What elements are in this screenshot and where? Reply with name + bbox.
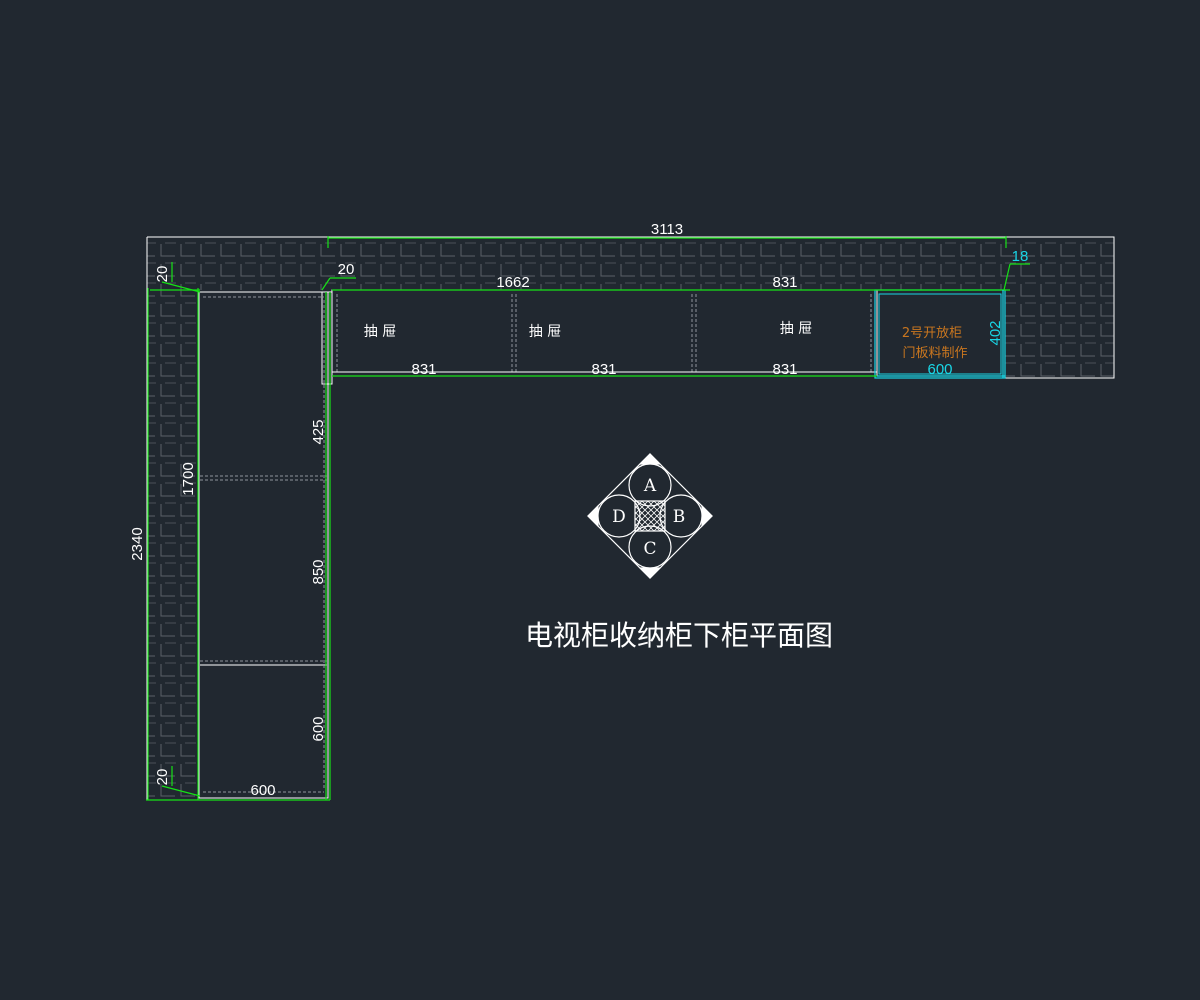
compass-label-b: B	[673, 507, 686, 527]
dim-run-1662: 1662	[496, 274, 529, 291]
compass-label-c: C	[643, 539, 656, 559]
drawing-title: 电视柜收纳柜下柜平面图	[525, 619, 833, 652]
dim-bottom-831-c: 831	[772, 361, 797, 378]
open-cabinet-label-2: 门板料制作	[902, 346, 967, 361]
dim-wall-offset-bottom: 20	[154, 769, 171, 786]
drawer-label-1: 抽 屉	[364, 324, 396, 340]
drawer-label-2: 抽 屉	[529, 324, 561, 340]
dim-seg-850: 850	[310, 559, 327, 584]
dim-overall-width: 3113	[651, 221, 683, 238]
dim-offset-20-right: 20	[338, 261, 355, 278]
compass-label-a: A	[643, 476, 657, 496]
dim-seg-600: 600	[310, 716, 327, 741]
compass-label-d: D	[612, 507, 626, 527]
dim-run-831-top: 831	[772, 274, 797, 291]
wall-tiles	[146, 236, 1115, 801]
open-cabinet-label-1: 2号开放柜	[902, 326, 962, 341]
dim-depth-402: 402	[987, 320, 1004, 345]
view-direction-symbol	[587, 453, 713, 579]
dim-left-run-1700: 1700	[180, 462, 197, 495]
dim-bottom-831-b: 831	[591, 361, 616, 378]
dimension-lines	[146, 236, 1030, 801]
cyan-dimension-lines	[877, 290, 1005, 378]
drawer-label-3: 抽 屉	[780, 321, 812, 337]
dim-overall-height: 2340	[129, 527, 146, 560]
dim-bottom-831-a: 831	[411, 361, 436, 378]
dim-bottom-width-600: 600	[250, 782, 275, 799]
dim-seg-425: 425	[310, 419, 327, 444]
dim-panel-18: 18	[1012, 248, 1029, 265]
dim-wall-offset-left: 20	[154, 266, 171, 283]
dim-open-width-600: 600	[927, 361, 952, 378]
left-cabinet-run	[198, 291, 333, 799]
